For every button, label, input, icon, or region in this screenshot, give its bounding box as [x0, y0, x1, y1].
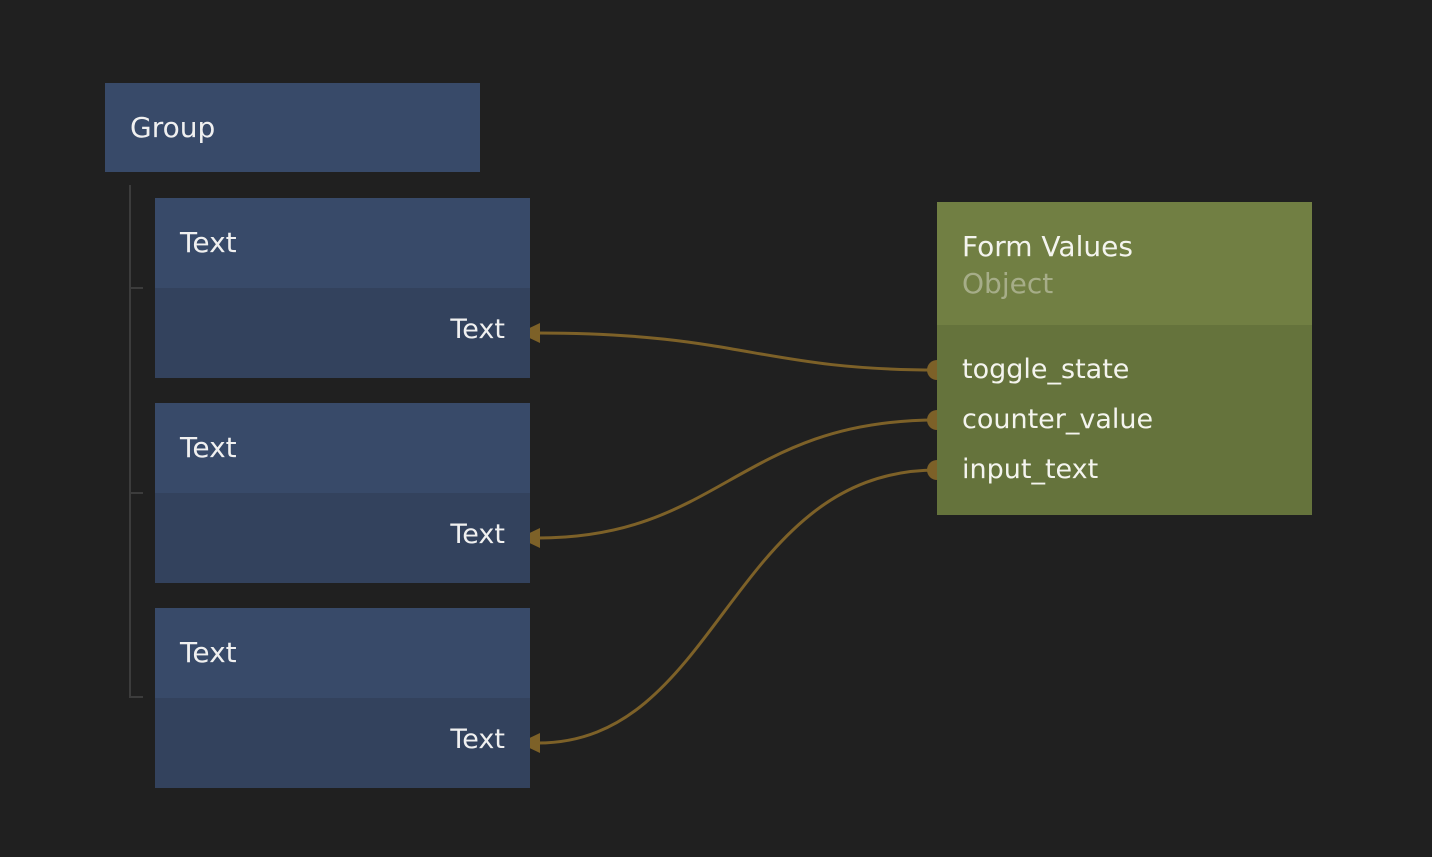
output-port-toggle-state[interactable]: toggle_state: [962, 354, 1130, 385]
group-node[interactable]: Group: [105, 83, 480, 172]
text-node[interactable]: Text Text: [155, 198, 530, 378]
node-type-label: Object: [962, 267, 1054, 300]
node-header[interactable]: Text: [155, 608, 530, 698]
node-header[interactable]: Form Values Object: [937, 202, 1312, 325]
text-node[interactable]: Text Text: [155, 403, 530, 583]
hierarchy-branch: [129, 492, 143, 494]
output-port-counter-value[interactable]: counter_value: [962, 404, 1154, 435]
object-node-form-values[interactable]: Form Values Object toggle_state counter_…: [937, 202, 1312, 515]
node-ports: Text: [155, 288, 530, 378]
output-port-input-text[interactable]: input_text: [962, 454, 1099, 485]
hierarchy-branch: [129, 287, 143, 289]
node-title: Group: [130, 111, 216, 144]
node-ports: toggle_state counter_value input_text: [937, 325, 1312, 515]
node-header[interactable]: Text: [155, 198, 530, 288]
node-title: Form Values: [962, 230, 1133, 263]
input-port-text[interactable]: Text: [450, 724, 505, 755]
connection-input-text[interactable]: [537, 468, 938, 745]
connection-toggle-state[interactable]: [537, 331, 938, 372]
hierarchy-branch: [129, 696, 143, 698]
node-ports: Text: [155, 493, 530, 583]
node-title: Text: [180, 226, 237, 259]
hierarchy-line: [129, 185, 131, 698]
connection-counter-value[interactable]: [537, 418, 938, 540]
text-node[interactable]: Text Text: [155, 608, 530, 788]
node-header[interactable]: Text: [155, 403, 530, 493]
node-title: Text: [180, 431, 237, 464]
input-port-text[interactable]: Text: [450, 314, 505, 345]
input-port-text[interactable]: Text: [450, 519, 505, 550]
node-title: Text: [180, 636, 237, 669]
node-ports: Text: [155, 698, 530, 788]
